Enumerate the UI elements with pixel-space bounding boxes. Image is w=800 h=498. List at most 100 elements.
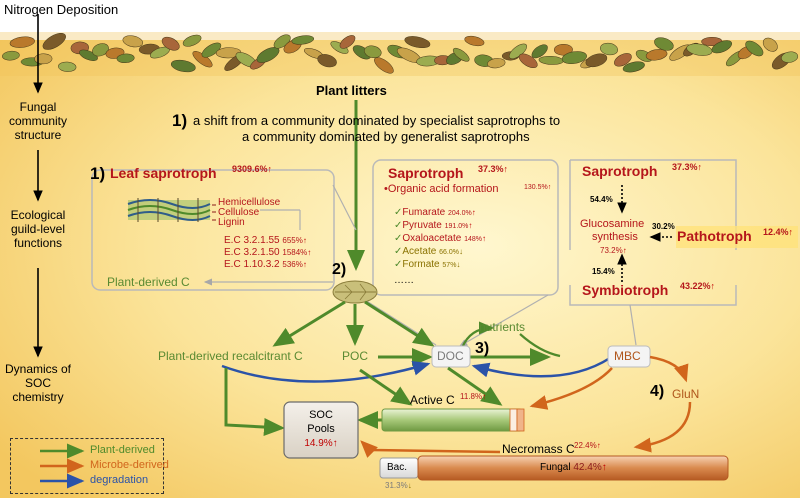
litter-leaf (553, 43, 573, 56)
saprotroph-pct: 37.3%↑ (478, 164, 509, 174)
litter-leaf (170, 59, 196, 73)
litter-leaf (92, 43, 109, 57)
leaf-saprotroph-title: Leaf saprotroph (110, 165, 217, 181)
fungal-structure-label: Fungal community structure (8, 100, 67, 142)
right-saprotroph-title: Saprotroph (582, 163, 658, 179)
litter-leaf (352, 45, 371, 60)
acid-row: ✓Formate 57%↓ (394, 259, 461, 270)
nitrogen-deposition-label: Nitrogen Deposition (4, 2, 119, 17)
organic-acid-pct: 130.5%↑ (524, 184, 552, 191)
litter-leaf (561, 51, 587, 64)
cellulose-fiber-icon (127, 198, 211, 222)
enzyme-row: E.C 3.2.1.55 655%↑ (224, 235, 307, 246)
glucosamine-label-2: synthesis (592, 231, 638, 243)
leaf-icon (332, 280, 378, 304)
soc-dynamics-label: Dynamics of SOC chemistry (4, 362, 72, 404)
soc-pct: 14.9%↑ (304, 438, 338, 449)
mbc-label: MBC (614, 349, 641, 363)
cellulose-label: Cellulose (218, 207, 260, 218)
litter-leaf (79, 49, 98, 61)
litter-leaf (2, 50, 20, 61)
right-saprotroph-pct: 37.3%↑ (672, 162, 703, 172)
glucosamine-label-1: Glucosamine (580, 218, 645, 230)
litter-leaf (364, 45, 382, 59)
step-4-label: 4) (650, 383, 665, 400)
litter-leaf (464, 35, 485, 47)
lignin-label: Lignin (218, 217, 245, 228)
litter-leaf (161, 36, 180, 51)
enzyme-row: E.C 1.10.3.2 536%↑ (224, 259, 307, 270)
symbiotroph-title: Symbiotroph (582, 282, 669, 298)
glun-label: GluN (672, 387, 700, 401)
litter-leaf (654, 37, 674, 51)
leaf-step-number: 1) (90, 164, 106, 183)
acid-row: ✓Acetate 66.0%↓ (394, 246, 463, 257)
legend-plant-derived: Plant-derived (90, 444, 155, 456)
arrow-pct-top: 54.4% (590, 195, 613, 204)
necromass-pct: 22.4%↑ (574, 441, 601, 450)
litter-leaf (317, 54, 337, 68)
litter-leaf (291, 35, 315, 45)
symbiotroph-pct: 43.22%↑ (680, 281, 716, 291)
litter-leaf (404, 36, 431, 49)
litter-leaf (201, 42, 222, 58)
litter-leaf (600, 42, 618, 56)
litter-leaf (622, 61, 645, 73)
enzyme-row: E.C 3.2.1.50 1584%↑ (224, 247, 312, 258)
acid-row: ✓Pyruvate 191.0%↑ (394, 220, 473, 231)
step-2-label: 2) (332, 261, 347, 278)
doc-label: DOC (437, 349, 464, 363)
saprotroph-title: Saprotroph (388, 165, 464, 181)
bac-pct: 31.3%↓ (385, 481, 412, 490)
shift-line-2: a community dominated by generalist sapr… (242, 129, 530, 144)
glucosamine-pct: 73.2%↑ (600, 246, 627, 255)
recalcitrant-c-label: Plant-derived recalcitrant C (158, 349, 303, 363)
litter-leaf (711, 40, 733, 54)
litter-leaf (116, 53, 135, 63)
guild-functions-label: Ecological guild-level functions (10, 208, 66, 250)
litter-leaf (42, 32, 66, 50)
pathotroph-title: Pathotroph (677, 228, 752, 244)
litter-leaf (781, 51, 799, 63)
plant-litters-label: Plant litters (316, 83, 387, 98)
shift-step-number: 1) (172, 111, 188, 130)
shift-line-1: a shift from a community dominated by sp… (193, 113, 561, 128)
fungal-label: Fungal 42.4%↑ (540, 462, 607, 473)
litter-leaf (256, 47, 280, 63)
soc-line-2: Pools (307, 423, 335, 435)
litter-leaf (686, 43, 713, 56)
litter-leaf (614, 53, 632, 67)
litter-leaf (34, 53, 53, 65)
leaf-saprotroph-pct: 9309.6%↑ (232, 164, 273, 174)
pathotroph-pct: 12.4%↑ (763, 227, 794, 237)
legend-box (10, 438, 164, 494)
legend-degradation: degradation (90, 474, 149, 486)
leaf-litter-band (0, 32, 800, 76)
organic-acid-label: •Organic acid formation (384, 183, 499, 195)
step-3-label: 3) (475, 340, 490, 357)
litter-leaf (745, 40, 764, 57)
bac-label: Bac. (387, 462, 408, 473)
pathotroph-arrow-pct: 30.2% (652, 222, 675, 231)
litter-leaf (531, 44, 548, 59)
arrow-pct-bottom: 15.4% (592, 267, 615, 276)
litter-leaf (9, 36, 35, 48)
litter-leaf (339, 35, 356, 49)
litter-leaf (452, 47, 470, 62)
acid-ellipsis: …… (394, 275, 414, 286)
litter-leaf (518, 53, 538, 69)
nutrients-label: nutrients (479, 320, 526, 334)
soc-line-1: SOC (309, 409, 333, 421)
litter-leaf (645, 49, 668, 61)
litter-leaf (182, 34, 202, 47)
litter-leaf (762, 37, 778, 52)
acid-row: ✓Oxaloacetate 148%↑ (394, 233, 487, 244)
active-c-label: Active C (410, 393, 455, 407)
litter-leaf (487, 58, 506, 69)
litter-leaf (58, 61, 77, 72)
litter-leaf (122, 35, 143, 48)
poc-label: POC (342, 349, 369, 363)
litter-leaf (585, 53, 608, 68)
